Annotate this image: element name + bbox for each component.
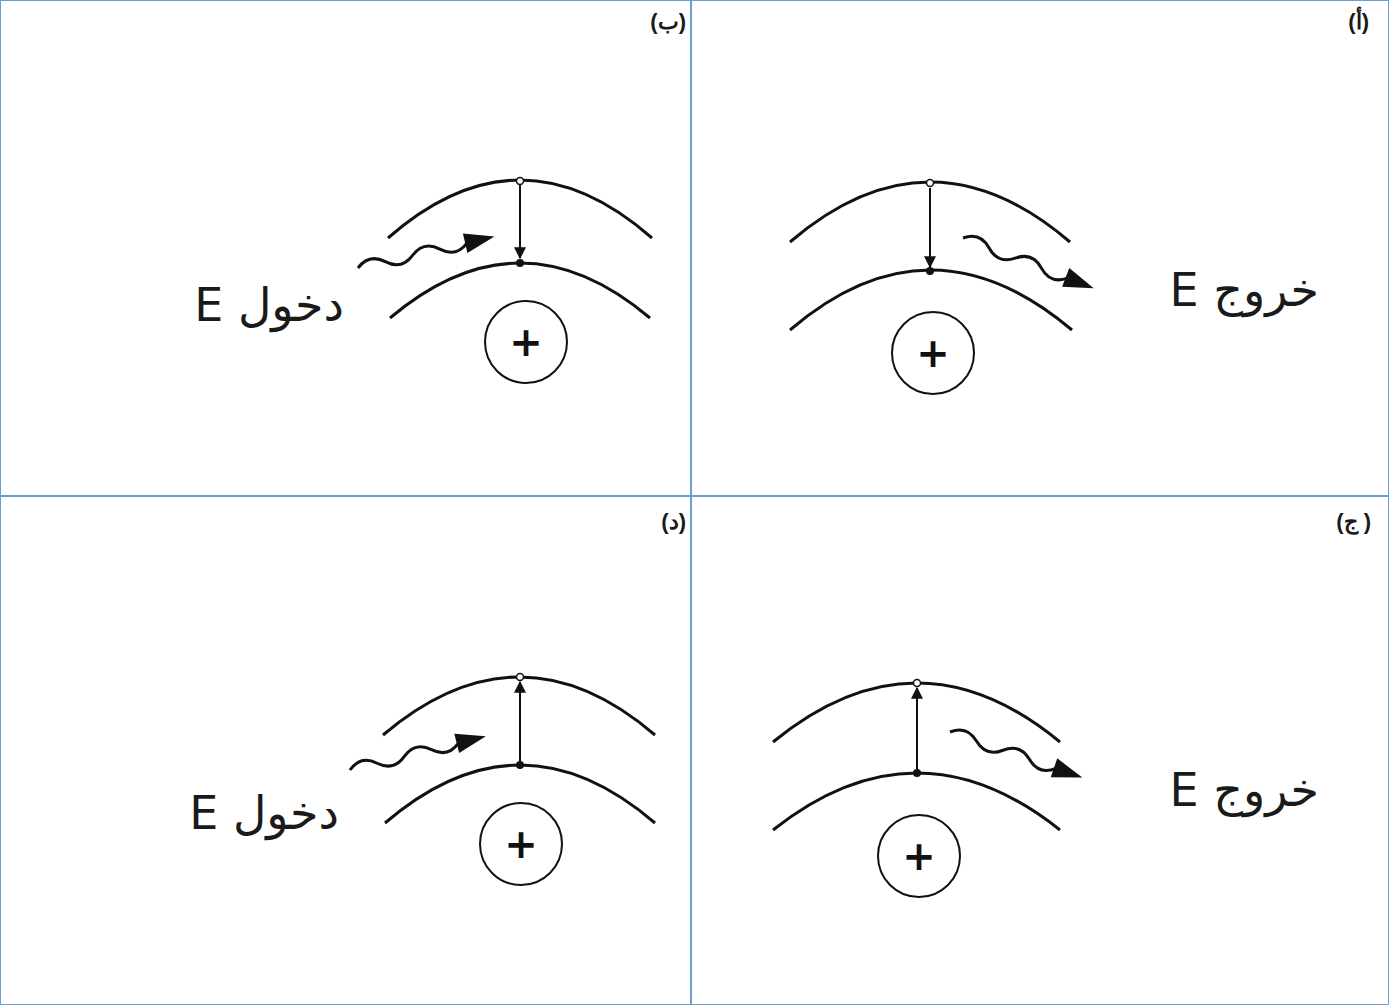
- charge-sign: +: [504, 824, 538, 864]
- diagram-panel: (د) دخول E +: [0, 496, 691, 1005]
- panel-letter: (ج ): [1336, 509, 1371, 535]
- energy-label: خروج E: [1170, 763, 1319, 818]
- transition-arrow: [926, 180, 934, 276]
- diagram-panel: (ب) دخول E +: [0, 0, 691, 496]
- energy-label: دخول E: [189, 786, 339, 841]
- nucleus-circle: +: [479, 802, 563, 886]
- transition-arrow: [516, 178, 524, 268]
- panel-letter: (ب): [650, 9, 686, 35]
- transition-arrow: [913, 680, 921, 778]
- diagram-panel: (أ) خروج E +: [691, 0, 1389, 496]
- orbit-pair: [790, 182, 1072, 330]
- charge-sign: +: [916, 333, 950, 373]
- transition-arrow: [516, 674, 524, 770]
- nucleus-circle: +: [877, 814, 961, 898]
- photon-wave: [356, 227, 497, 278]
- photon-wave: [947, 723, 1086, 787]
- orbit-pair: [773, 683, 1060, 830]
- nucleus-circle: +: [484, 300, 568, 384]
- diagram-panel: (ج ) خروج E +: [691, 496, 1389, 1005]
- nucleus-circle: +: [891, 311, 975, 395]
- charge-sign: +: [902, 836, 936, 876]
- energy-label: دخول E: [194, 278, 344, 333]
- photon-wave: [348, 726, 489, 779]
- photon-wave: [959, 229, 1097, 298]
- orbit-pair: [388, 180, 652, 318]
- energy-label: خروج E: [1170, 263, 1319, 318]
- panel-letter: (أ): [1348, 9, 1369, 35]
- charge-sign: +: [509, 322, 543, 362]
- panel-letter: (د): [661, 509, 686, 535]
